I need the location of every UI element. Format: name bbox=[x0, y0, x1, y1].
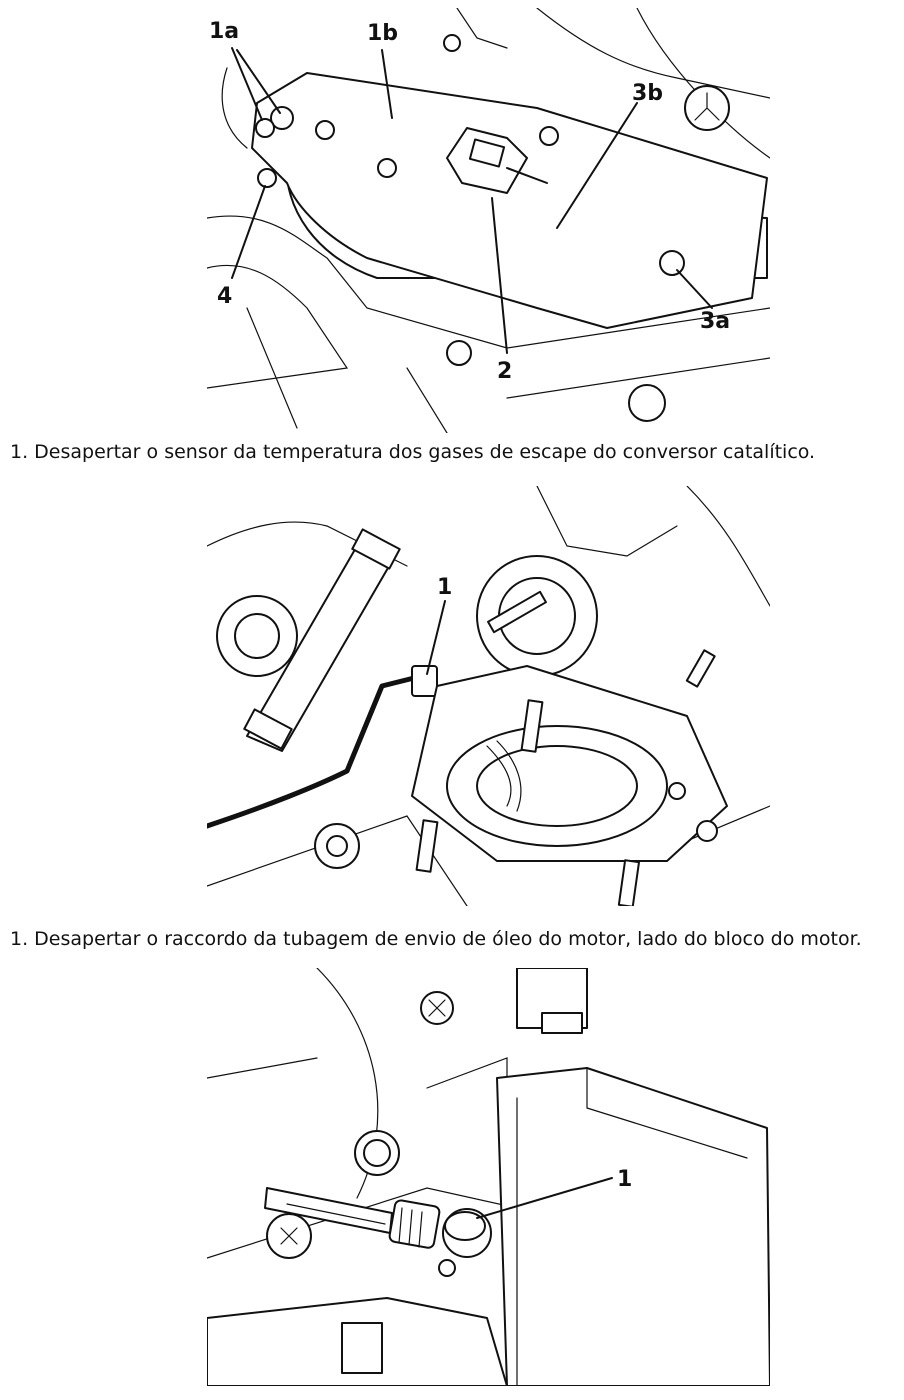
oil-union-drawing: 1 bbox=[207, 968, 770, 1386]
oil-pipe-union-diagram: 1 bbox=[207, 968, 770, 1386]
callout-1a: 1a bbox=[209, 19, 239, 44]
callout-1: 1 bbox=[617, 1167, 632, 1192]
callout-3a: 3a bbox=[700, 309, 730, 334]
callout-1b: 1b bbox=[367, 21, 398, 46]
callout-4: 4 bbox=[217, 284, 232, 309]
callout-3b: 3b bbox=[632, 81, 663, 106]
caption-step-1: 1. Desapertar o sensor da temperatura do… bbox=[10, 441, 816, 463]
exhaust-sensor-diagram: 1a 1b 3b 4 2 3a bbox=[207, 8, 770, 433]
oil-pipe-engine-side-diagram: 1 bbox=[207, 486, 770, 906]
oil-pipe-drawing: 1 bbox=[207, 486, 770, 906]
callout-2: 2 bbox=[497, 359, 512, 384]
callout-1: 1 bbox=[437, 575, 452, 600]
exhaust-sensor-drawing: 1a 1b 3b 4 2 3a bbox=[207, 8, 770, 433]
caption-step-2: 1. Desapertar o raccordo da tubagem de e… bbox=[10, 928, 862, 950]
